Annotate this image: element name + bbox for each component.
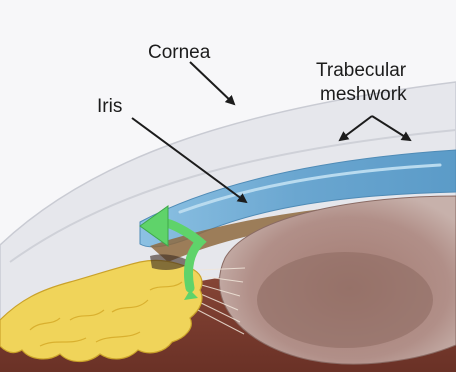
trabecular-label-line2: meshwork	[320, 84, 407, 105]
trabecular-label-line1: Trabecular	[316, 60, 407, 81]
cornea-label: Cornea	[148, 42, 211, 63]
lens-nucleus	[257, 252, 433, 348]
iris-label: Iris	[97, 96, 122, 117]
